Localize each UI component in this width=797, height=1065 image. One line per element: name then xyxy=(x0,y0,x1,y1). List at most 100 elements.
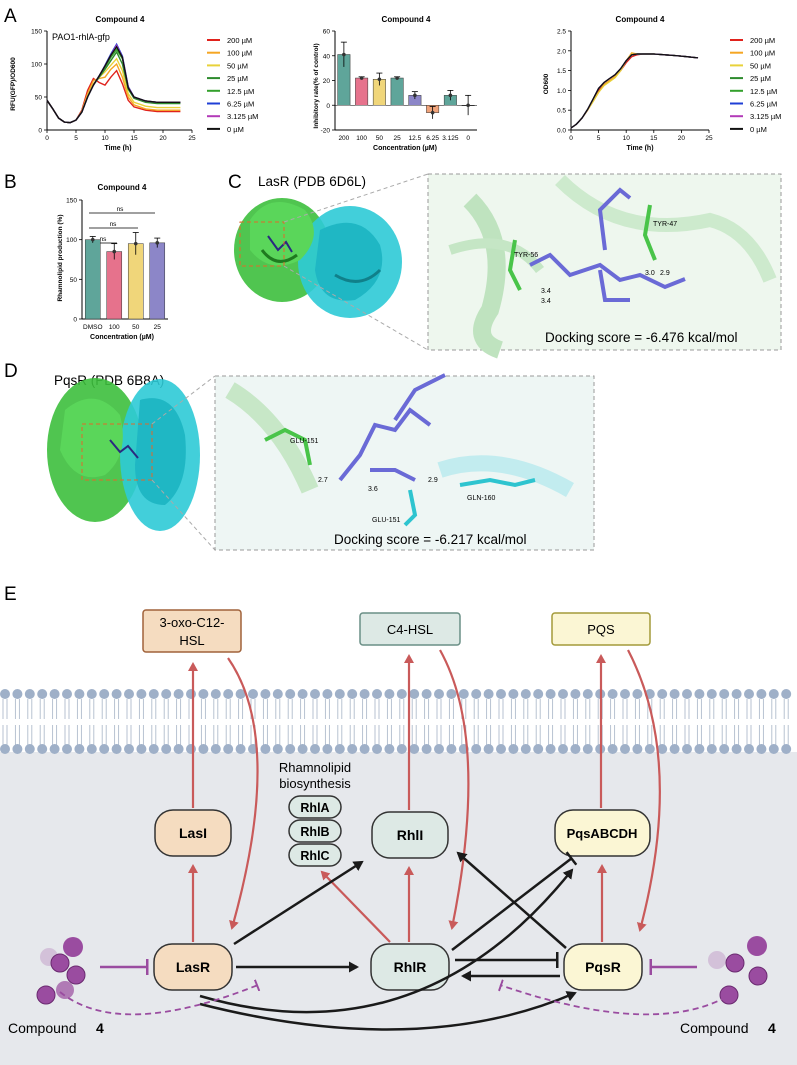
lipid-tail xyxy=(448,725,454,745)
distance-label: 3.4 xyxy=(541,288,551,295)
lipid-tail xyxy=(758,725,764,745)
y-tick-label: 60 xyxy=(323,29,331,36)
x-tick-label: 15 xyxy=(650,135,658,142)
lipid-head xyxy=(272,744,283,754)
lasr-to-rhli-arrow xyxy=(233,860,364,946)
bar xyxy=(355,77,369,106)
lipid-tail xyxy=(634,699,640,719)
rhlc-box: RhlC xyxy=(288,843,342,867)
lipid-head xyxy=(285,744,296,754)
chart-inset-label: PAO1-rhlA-gfp xyxy=(52,32,110,42)
lipid-tail xyxy=(213,725,219,745)
lipid-tail xyxy=(386,699,392,719)
data-point xyxy=(342,52,346,57)
lipid-tail xyxy=(151,725,157,745)
lipid-head xyxy=(161,689,172,699)
lipid-head xyxy=(0,744,10,754)
signal-pqs: PQS xyxy=(551,612,651,646)
lipid-tail xyxy=(262,699,268,719)
lipid-head xyxy=(508,744,519,754)
panel-label-a: A xyxy=(4,6,17,27)
lipid-head xyxy=(285,689,296,699)
distance-label: 3.0 xyxy=(645,270,655,277)
node-label: PqsR xyxy=(585,959,621,975)
lipid-head xyxy=(446,689,457,699)
lipid-head xyxy=(396,689,407,699)
legend-label: 6.25 µM xyxy=(227,100,254,109)
lasr-protein-structure xyxy=(234,173,429,351)
lipid-head xyxy=(533,689,544,699)
legend-label: 200 µM xyxy=(750,36,775,45)
lipid-head xyxy=(706,744,717,754)
compound-label-word: Compound xyxy=(8,1020,77,1036)
y-tick-label: 0 xyxy=(38,128,42,135)
y-tick-label: 1.5 xyxy=(557,68,566,75)
signal-to-lasr-arrow xyxy=(227,657,259,930)
lipid-tail xyxy=(101,725,107,745)
lipid-tail xyxy=(610,699,616,719)
pqsr-binding-pocket: GLU-151 GLU-151 GLN-160 2.7 3.6 2.9 xyxy=(225,373,574,527)
lasr-docking-panel: LasR (PDB 6D6L) TYR-56 TYR-47 3.4 3.4 xyxy=(234,173,782,359)
lipid-head xyxy=(657,689,668,699)
rhlr-to-rhamnolipid-arrow xyxy=(320,870,391,943)
lipid-head xyxy=(483,744,494,754)
lipid-tail xyxy=(300,699,306,719)
signal-to-pqsr-arrow xyxy=(627,649,661,932)
lipid-head xyxy=(694,744,705,754)
y-tick-label: 150 xyxy=(31,29,42,36)
distance-label: 2.9 xyxy=(428,477,438,484)
pqsr-to-rhli-arrow xyxy=(456,851,567,949)
lipid-tail xyxy=(312,699,318,719)
lipid-tail xyxy=(64,725,70,745)
lipid-tail xyxy=(684,699,690,719)
x-axis-label: Time (h) xyxy=(626,145,653,152)
lipid-head xyxy=(334,744,345,754)
lipid-tail xyxy=(523,725,529,745)
lipid-tail xyxy=(572,699,578,719)
lipid-head xyxy=(632,689,643,699)
compound-inhibits-rhlr-dashed-right xyxy=(498,979,736,1016)
lipid-tail xyxy=(126,725,132,745)
lipid-tail xyxy=(510,699,516,719)
x-tick-label: 25 xyxy=(705,135,713,142)
lipid-head xyxy=(620,744,630,754)
cytoplasm-background xyxy=(0,720,797,1065)
x-tick-label: 100 xyxy=(109,324,120,331)
lipid-head xyxy=(582,689,593,699)
lipid-tail xyxy=(76,699,82,719)
lipid-tail xyxy=(597,725,603,745)
lipid-tail xyxy=(64,699,70,719)
legend-label: 12.5 µM xyxy=(750,87,777,96)
series-line-1 xyxy=(570,52,699,129)
data-point xyxy=(413,93,417,98)
lipid-tail xyxy=(312,725,318,745)
lipid-head xyxy=(12,689,23,699)
compound-4-left: Compound 4 xyxy=(8,937,104,1036)
lipid-tail xyxy=(52,725,58,745)
lipid-head xyxy=(322,689,333,699)
lipid-head xyxy=(471,689,482,699)
lipid-tail xyxy=(734,725,740,745)
lipid-head xyxy=(136,744,147,754)
lipid-head xyxy=(421,689,432,699)
lipid-tail xyxy=(324,699,330,719)
chart-title: Compound 4 xyxy=(98,183,147,192)
lipid-tail xyxy=(634,725,640,745)
series-line-0 xyxy=(46,69,181,124)
gfp-line-chart: Compound 4 PAO1-rhlA-gfp RFU(GFP)/OD600 … xyxy=(10,15,196,152)
lipid-head xyxy=(248,689,258,699)
lipid-tail xyxy=(709,699,715,719)
series-line-4 xyxy=(570,53,699,129)
ns-label-1: ns xyxy=(100,236,108,243)
x-tick-label: 200 xyxy=(338,135,349,142)
signal-label-line1: 3-oxo-C12- xyxy=(159,615,224,630)
lipid-head xyxy=(533,744,544,754)
legend-label: 12.5 µM xyxy=(227,87,254,96)
lipid-tail xyxy=(176,725,182,745)
lipid-head xyxy=(520,744,531,754)
gene-label: RhlC xyxy=(300,849,329,863)
lipid-head xyxy=(558,744,568,754)
lipid-head xyxy=(235,689,246,699)
lipid-tail xyxy=(424,725,430,745)
